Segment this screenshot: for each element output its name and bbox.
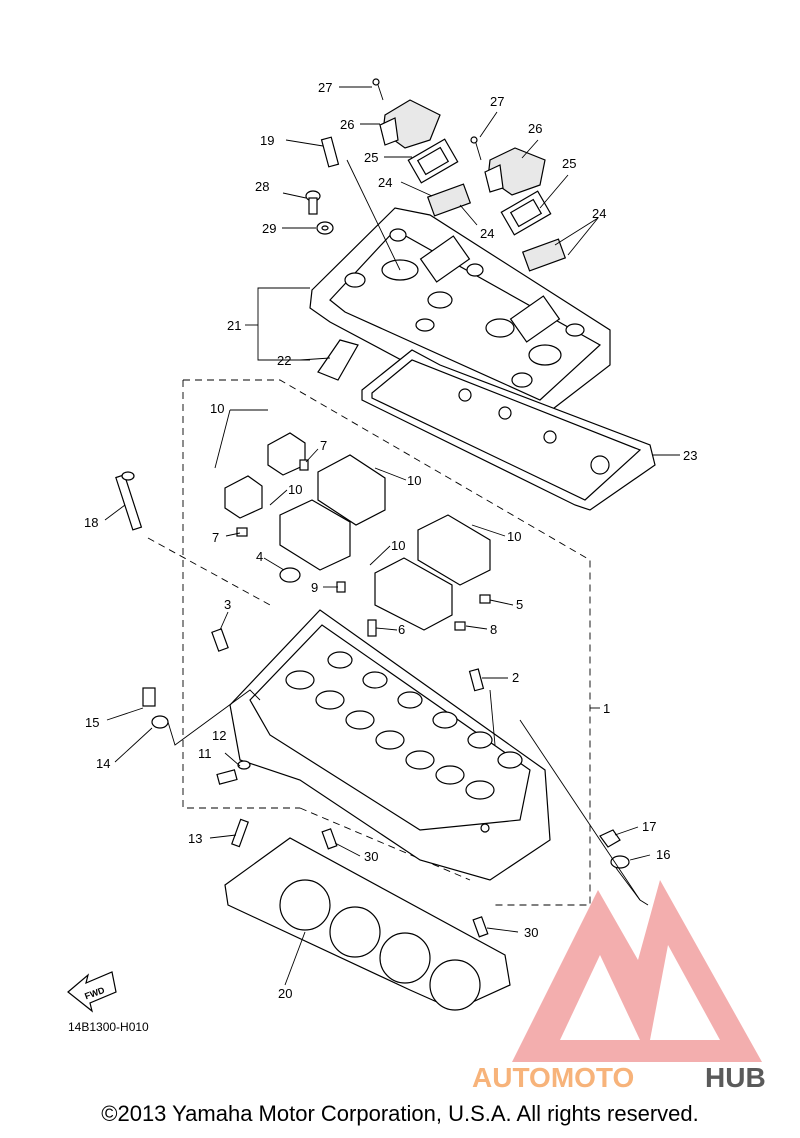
fwd-arrow-icon: FWD [67,971,117,1013]
watermark-brand-part2: HUB [705,1062,766,1093]
callout-9: 9 [311,580,318,595]
callout-24-a: 24 [378,175,392,190]
cover-bolt [305,190,321,215]
watermark-triangle-inner-2 [650,945,720,1040]
plug-connector-right [521,238,567,272]
watermark-brand-part1: AUTOMOTO [472,1062,634,1093]
callout-7-a: 7 [320,438,327,453]
watermark-text: AUTOMOTO HUB [472,1062,766,1093]
callout-26-a: 26 [340,117,354,132]
callout-10-e: 10 [391,538,405,553]
callout-17: 17 [642,819,656,834]
cover-washer [316,221,334,235]
callout-7-b: 7 [212,530,219,545]
callout-11: 11 [198,746,212,761]
callout-26-b: 26 [528,121,542,136]
callout-14: 14 [96,756,110,771]
callout-10-d: 10 [507,529,521,544]
callout-4: 4 [256,549,263,564]
callout-18: 18 [84,515,98,530]
head-gasket [224,837,511,1011]
callout-25-b: 25 [562,156,576,171]
spark-plug [320,136,340,168]
callout-21: 21 [227,318,241,333]
callout-16: 16 [656,847,670,862]
leader-lines [104,86,680,986]
bolt-27-right [470,136,482,161]
callout-15: 15 [85,715,99,730]
bracket [317,339,359,381]
callout-8: 8 [490,622,497,637]
callout-30-a: 30 [364,849,378,864]
callout-12: 12 [212,728,226,743]
callout-labels: 27 26 25 19 24 27 26 25 24 24 28 29 21 2… [84,80,697,1001]
coil-gasket-left [407,138,459,184]
callout-24-c: 24 [480,226,494,241]
callout-24-b: 24 [592,206,606,221]
callout-13: 13 [188,831,202,846]
callout-10-c: 10 [288,482,302,497]
copyright-notice: ©2013 Yamaha Motor Corporation, U.S.A. A… [101,1101,699,1126]
watermark-triangle-inner [560,955,640,1040]
coil-gasket-right [500,190,552,236]
bolt-27-left [372,78,384,101]
callout-27-a: 27 [318,80,332,95]
callout-2: 2 [512,670,519,685]
callout-20: 20 [278,986,292,1001]
diagram-code: 14B1300-H010 [68,1020,149,1034]
callout-29: 29 [262,221,276,236]
callout-25-a: 25 [364,150,378,165]
callout-28: 28 [255,179,269,194]
plug-connector-left [426,183,472,217]
ignition-coil-right [484,147,546,196]
callout-10-a: 10 [210,401,224,416]
ignition-coil-left [379,99,441,149]
callout-10-b: 10 [407,473,421,488]
callout-5: 5 [516,597,523,612]
watermark-logo [512,880,762,1062]
callout-23: 23 [683,448,697,463]
callout-19: 19 [260,133,274,148]
cover-gasket [361,349,656,511]
callout-1: 1 [603,701,610,716]
cylinder-head-cover [309,207,611,419]
callout-27-b: 27 [490,94,504,109]
callout-3: 3 [224,597,231,612]
cylinder-head [229,609,551,881]
callout-30-b: 30 [524,925,538,940]
callout-22: 22 [277,353,291,368]
camshaft-caps [224,432,491,631]
callout-6: 6 [398,622,405,637]
